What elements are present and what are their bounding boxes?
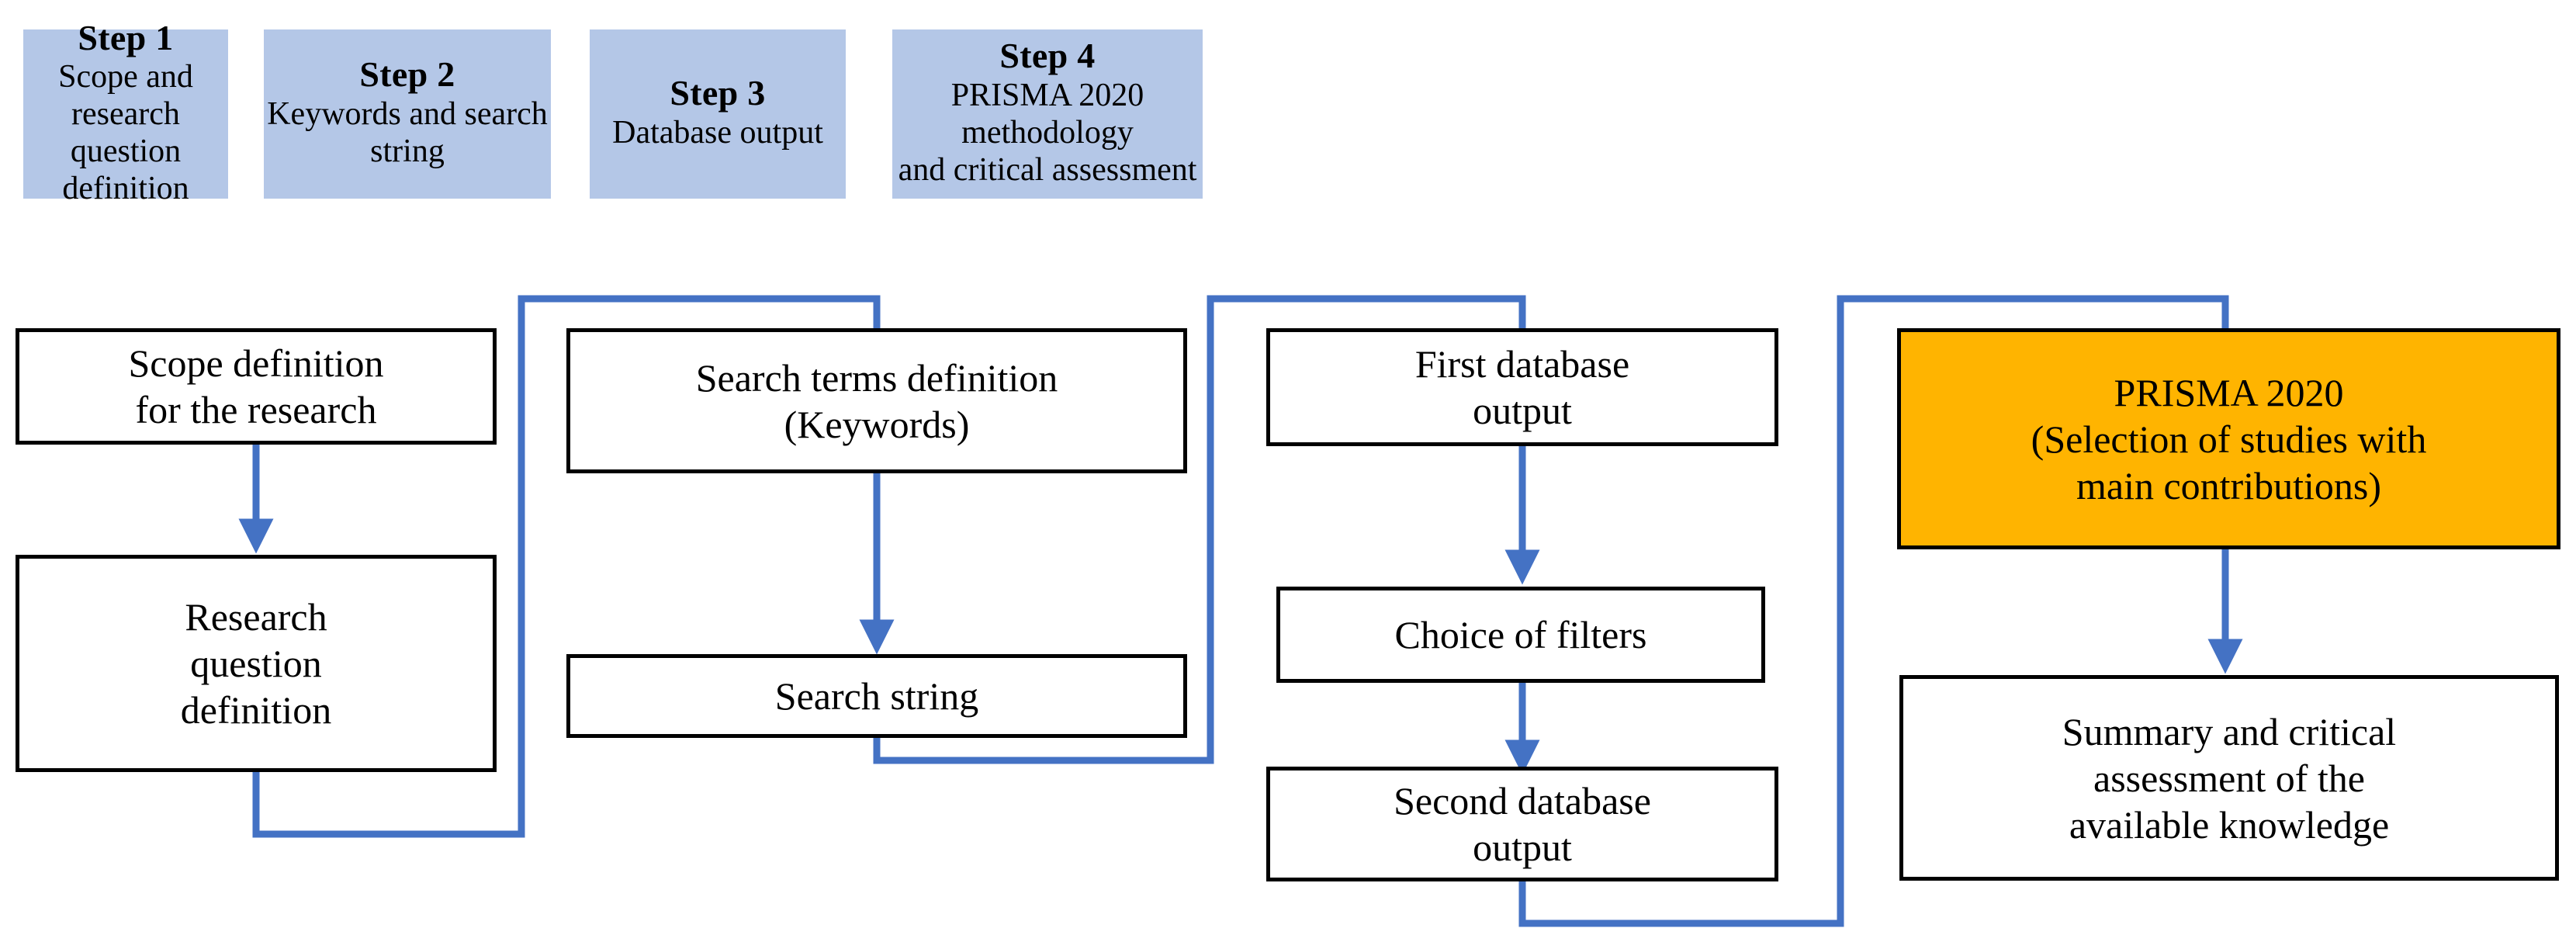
- node-research-question-label: Research question definition: [27, 594, 485, 733]
- node-research-question-line-1: Research: [185, 595, 327, 639]
- node-research-question-line-3: definition: [180, 688, 332, 732]
- step-2-subtitle: Keywords and search string: [267, 96, 548, 171]
- step-3-title: Step 3: [670, 73, 766, 113]
- step-4-subtitle-line-1: PRISMA 2020 methodology: [950, 77, 1144, 151]
- step-header-3: Step 3 Database output: [590, 29, 846, 199]
- node-scope-definition-line-1: Scope definition: [128, 341, 384, 385]
- node-prisma-2020-line-3: main contributions): [2076, 463, 2381, 507]
- node-scope-definition[interactable]: Scope definition for the research: [16, 328, 497, 445]
- node-prisma-2020-line-1: PRISMA 2020: [2114, 370, 2344, 414]
- node-summary-assessment-line-1: Summary and critical: [2062, 709, 2397, 753]
- node-research-question-line-2: question: [190, 642, 322, 685]
- node-prisma-2020-line-2: (Selection of studies with: [2031, 417, 2427, 461]
- node-second-database-output-label: Second database output: [1278, 777, 1767, 871]
- step-2-title: Step 2: [359, 54, 455, 95]
- node-summary-assessment-label: Summary and critical assessment of the a…: [1911, 708, 2547, 848]
- node-summary-assessment-line-2: assessment of the: [2093, 756, 2365, 800]
- step-3-subtitle: Database output: [612, 115, 823, 152]
- step-1-title: Step 1: [78, 17, 174, 57]
- node-second-database-output-line-2: output: [1473, 826, 1572, 869]
- step-1-subtitle-line-2: question definition: [62, 133, 189, 206]
- node-search-string-label: Search string: [774, 674, 979, 718]
- node-prisma-2020-label: PRISMA 2020 (Selection of studies with m…: [1909, 369, 2549, 509]
- node-first-database-output-line-1: First database: [1414, 342, 1630, 386]
- node-summary-assessment-line-3: available knowledge: [2069, 802, 2390, 847]
- step-4-title: Step 4: [999, 36, 1096, 76]
- node-search-terms-line-1: Search terms definition: [695, 355, 1058, 400]
- step-4-subtitle: PRISMA 2020 methodology and critical ass…: [895, 78, 1200, 189]
- node-scope-definition-line-2: for the research: [135, 388, 377, 431]
- step-header-1: Step 1 Scope and research question defin…: [23, 18, 228, 206]
- node-search-terms-line-2: (Keywords): [784, 402, 970, 446]
- step-1-subtitle-line-1: Scope and research: [58, 59, 193, 132]
- node-research-question[interactable]: Research question definition: [16, 555, 497, 772]
- node-choice-of-filters[interactable]: Choice of filters: [1276, 587, 1765, 683]
- arrow-step3-to-step4: [1518, 295, 2243, 927]
- node-search-string[interactable]: Search string: [566, 654, 1187, 738]
- node-second-database-output-line-1: Second database: [1394, 779, 1651, 822]
- arrow-step1-to-step2: [252, 295, 895, 838]
- step-2-subtitle-line-1: Keywords and search string: [267, 95, 548, 169]
- node-second-database-output[interactable]: Second database output: [1266, 767, 1778, 881]
- arrow-step2-to-step3: [873, 295, 1540, 764]
- step-header-2: Step 2 Keywords and search string: [264, 29, 551, 199]
- node-search-terms-label: Search terms definition (Keywords): [578, 355, 1175, 448]
- node-first-database-output-label: First database output: [1278, 341, 1767, 434]
- node-first-database-output-line-2: output: [1473, 389, 1572, 432]
- step-4-subtitle-line-2: and critical assessment: [898, 151, 1197, 188]
- step-1-subtitle: Scope and research question definition: [26, 59, 225, 208]
- node-first-database-output[interactable]: First database output: [1266, 328, 1778, 446]
- step-3-subtitle-line-1: Database output: [612, 114, 823, 151]
- step-header-4: Step 4 PRISMA 2020 methodology and criti…: [892, 29, 1203, 199]
- node-prisma-2020[interactable]: PRISMA 2020 (Selection of studies with m…: [1897, 328, 2560, 549]
- node-search-terms[interactable]: Search terms definition (Keywords): [566, 328, 1187, 473]
- node-summary-assessment[interactable]: Summary and critical assessment of the a…: [1899, 675, 2559, 881]
- node-scope-definition-label: Scope definition for the research: [27, 340, 485, 433]
- node-choice-of-filters-label: Choice of filters: [1394, 613, 1647, 656]
